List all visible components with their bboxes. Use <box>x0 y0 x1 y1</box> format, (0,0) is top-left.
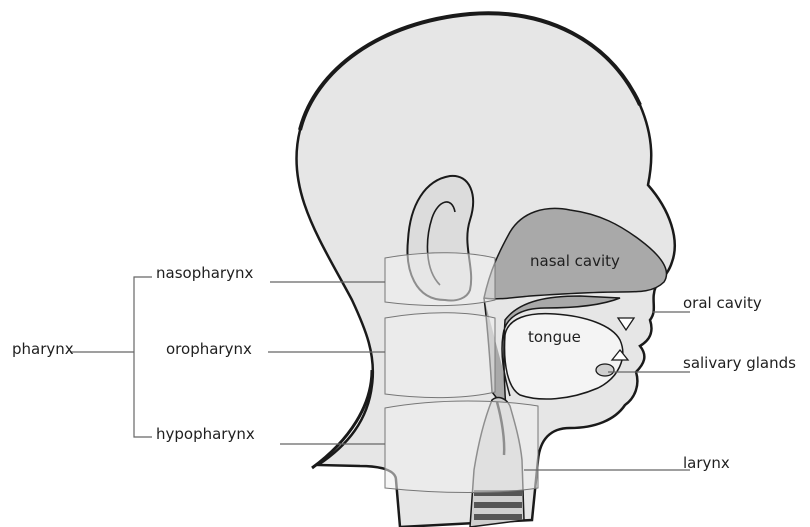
label-nasopharynx: nasopharynx <box>156 266 253 281</box>
oropharynx-region <box>385 313 495 398</box>
hypopharynx-region <box>385 401 538 493</box>
trachea-ring-2 <box>474 502 522 508</box>
label-nasal-cavity: nasal cavity <box>530 254 620 269</box>
label-salivary-glands: salivary glands <box>683 356 796 371</box>
label-oropharynx: oropharynx <box>166 342 252 357</box>
pharynx-bracket <box>70 277 152 437</box>
label-tongue: tongue <box>528 330 581 345</box>
label-oral-cavity: oral cavity <box>683 296 762 311</box>
label-larynx: larynx <box>683 456 730 471</box>
label-hypopharynx: hypopharynx <box>156 427 255 442</box>
label-pharynx: pharynx <box>12 342 74 357</box>
nasopharynx-region <box>385 253 495 306</box>
salivary-gland <box>596 364 614 376</box>
trachea-ring-3 <box>474 514 522 520</box>
